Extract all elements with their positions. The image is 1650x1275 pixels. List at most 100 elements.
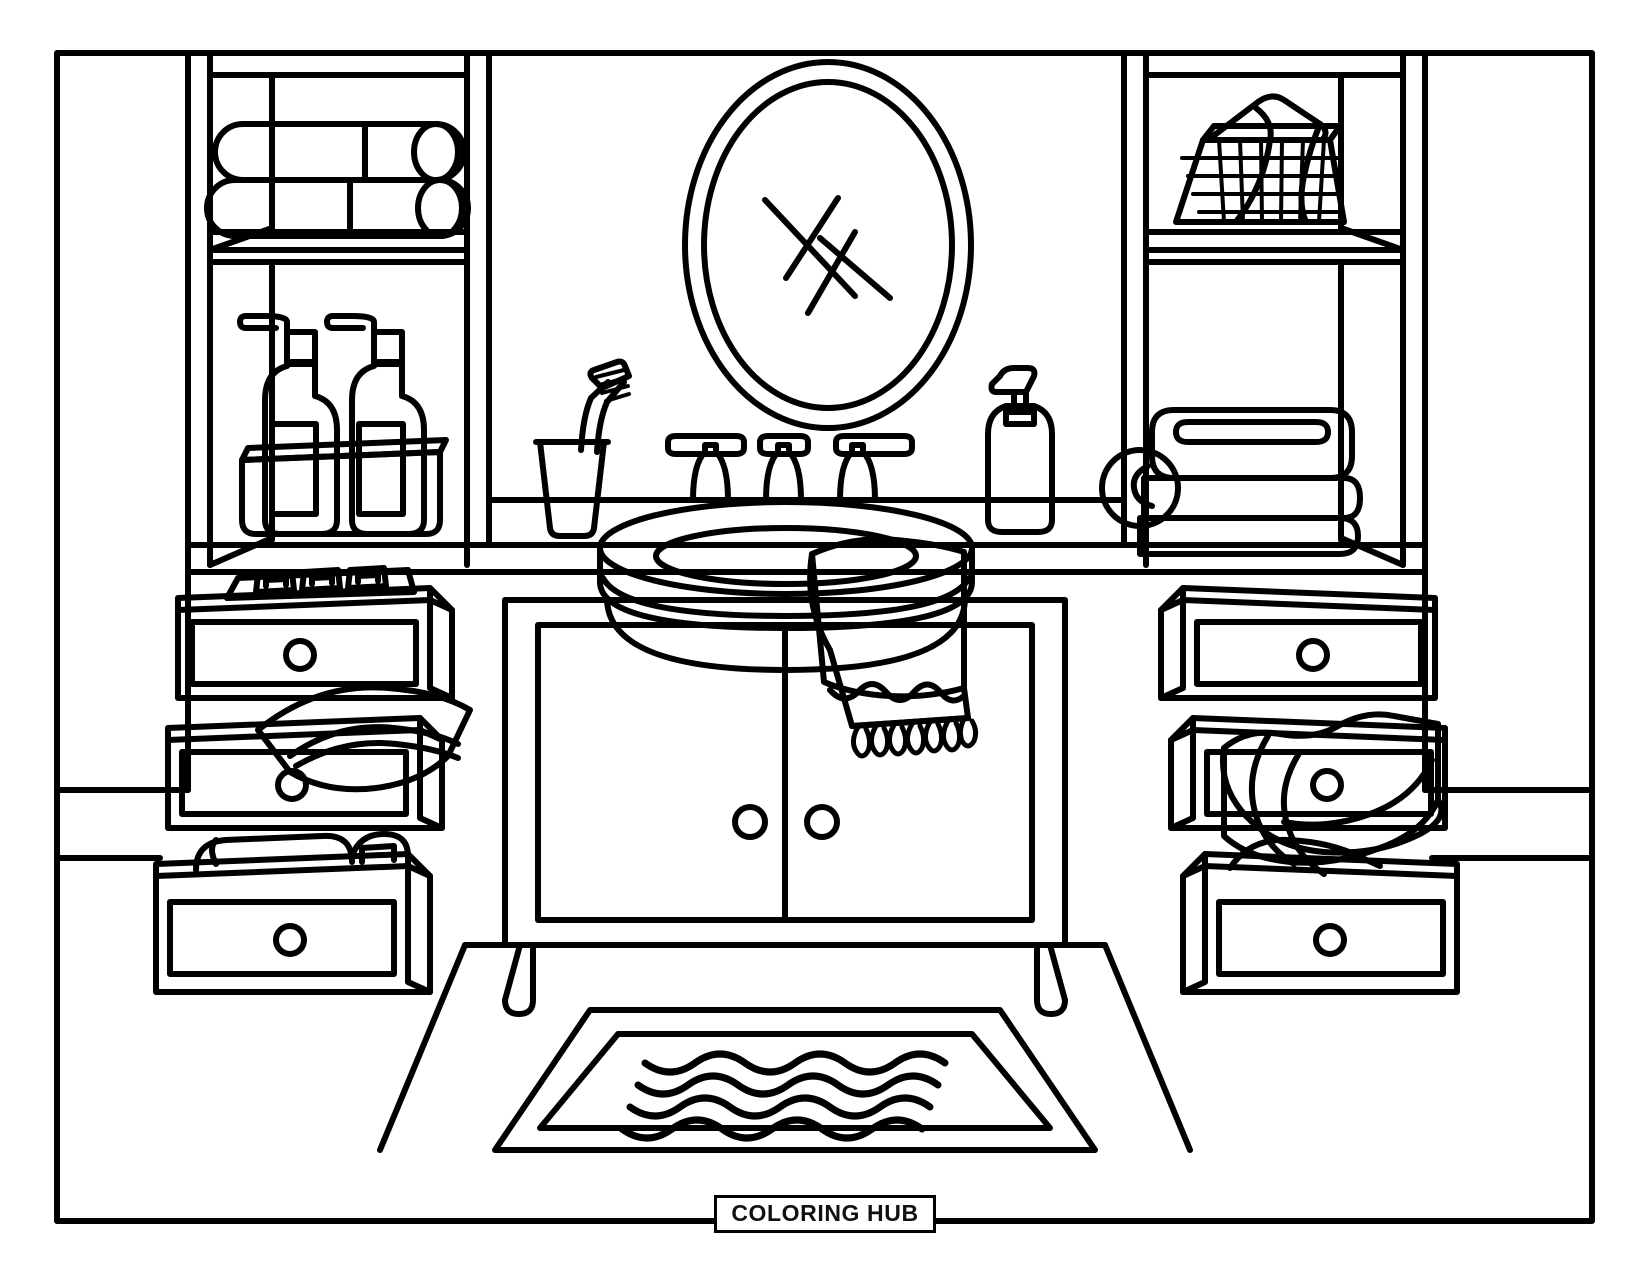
striped-towel-lower-edge <box>1220 745 1445 856</box>
pump-bottle-left-label <box>269 421 319 517</box>
bath-mat-wave-2 <box>634 1072 942 1098</box>
left-drawer-3-face-panel <box>167 899 397 977</box>
left-shelf-unit <box>185 50 492 793</box>
left-drawer-1-knob[interactable] <box>283 638 317 672</box>
towel-left-fold <box>807 551 971 729</box>
faucet-handle-right <box>823 433 915 503</box>
faucet-left-stem <box>690 442 731 503</box>
basket-towel-roll-edge <box>1233 105 1274 225</box>
cabinet-knob-left[interactable] <box>732 804 768 840</box>
striped-towel-inner-fold <box>1281 757 1435 828</box>
soap-bottle-body <box>985 403 1055 535</box>
right-drawer-2-face-panel <box>1204 749 1434 817</box>
cabinet-leg-left <box>502 942 536 1017</box>
towel-body <box>809 536 967 700</box>
right-drawers <box>1158 585 1460 995</box>
rolled-towel-right-shelf <box>1099 447 1181 529</box>
rolled-towel-lower-end <box>415 177 465 239</box>
rolled-towel-drawer3-fold <box>359 843 397 865</box>
rolled-towel-drawer3-b <box>349 831 411 867</box>
right-drawer-1-face-panel <box>1194 619 1424 687</box>
washcloth-3-fold <box>355 572 381 585</box>
basket-rim <box>1200 123 1343 143</box>
mirror-shine-4 <box>805 229 858 316</box>
right-drawer-2-knob[interactable] <box>1310 768 1344 802</box>
right-drawer-2-side <box>1168 715 1196 831</box>
left-drawer-3[interactable] <box>153 831 433 995</box>
toothbrush-cup <box>533 358 632 539</box>
bottle-caddy-rim <box>239 437 449 463</box>
vanity-cabinet <box>462 597 1108 1017</box>
left-drawer-3-side <box>405 851 433 995</box>
right-drawer-1-knob[interactable] <box>1296 638 1330 672</box>
left-drawer-1-top-lip <box>175 597 455 613</box>
pump-bottle-right-neck <box>371 329 405 367</box>
washcloth-3 <box>345 565 389 591</box>
rolled-towel-right-spiral <box>1130 463 1155 509</box>
rolled-towels-left-shelf <box>204 121 471 239</box>
cabinet-leg-right <box>1034 942 1068 1017</box>
folded-towels-stack <box>1099 407 1363 557</box>
left-drawer-1-box <box>175 585 455 701</box>
left-drawer-2[interactable] <box>165 684 473 831</box>
sink-rim-inner <box>653 525 919 587</box>
right-shelf-unit <box>1099 50 1428 793</box>
right-drawer-3-knob[interactable] <box>1313 923 1347 957</box>
left-drawer-1[interactable] <box>175 565 455 701</box>
left-drawer-3-contents <box>193 831 411 873</box>
right-drawer-1[interactable] <box>1158 585 1438 701</box>
faucet-right-stem <box>837 442 878 503</box>
pump-bottle-left-nozzle <box>237 313 290 335</box>
right-drawer-3-side <box>1180 851 1208 995</box>
left-drawer-1-face-panel <box>189 619 419 687</box>
bath-mat-wave-3 <box>626 1094 934 1120</box>
right-drawer-2-box <box>1168 715 1448 831</box>
left-drawer-3-box <box>153 851 433 995</box>
basket-towel-top <box>1205 93 1329 143</box>
washcloth-group <box>224 567 417 601</box>
basket-towel-roll-edge-2 <box>1298 121 1323 225</box>
rolled-towel-lower <box>204 177 471 239</box>
bath-mat-outer <box>492 1007 1098 1153</box>
pump-bottle-left-neck <box>284 329 318 367</box>
right-drawer-2[interactable] <box>1168 715 1448 831</box>
hanging-towel <box>807 536 979 759</box>
faucet-center-cap <box>757 433 811 457</box>
floor-line-right <box>1102 942 1193 1153</box>
draped-towel-fold-1 <box>287 724 461 759</box>
wire-basket <box>1173 93 1347 225</box>
mirror-shine-3 <box>817 235 893 301</box>
right-drawer-1-box <box>1158 585 1438 701</box>
soap-bottle-collar <box>1003 403 1037 427</box>
left-drawer-2-face-panel <box>179 749 409 817</box>
cabinet-knob-right[interactable] <box>804 804 840 840</box>
basket-mesh-horizontal <box>1180 156 1345 214</box>
bath-mat <box>492 1007 1098 1153</box>
folded-towel-top-inner-band <box>1173 419 1331 445</box>
left-drawer-1-contents <box>224 565 417 601</box>
bath-mat-waves <box>618 1050 949 1142</box>
draped-towel-top <box>255 684 473 793</box>
pump-bottles <box>237 313 449 537</box>
faucet-spout <box>749 433 819 503</box>
washcloth-1 <box>253 569 297 595</box>
cup-body <box>537 439 607 539</box>
left-drawers <box>153 565 473 995</box>
washcloth-2-fold <box>309 574 335 587</box>
rolled-towel-drawer3-a <box>193 832 355 873</box>
left-drawer-2-contents <box>255 684 473 793</box>
toothbrush-head <box>587 358 632 391</box>
washcloth-2 <box>299 567 343 593</box>
left-drawer-3-knob[interactable] <box>273 923 307 957</box>
pump-bottle-right-nozzle <box>324 313 377 335</box>
right-drawer-1-top-lip <box>1158 597 1438 613</box>
soap-pump-nozzle <box>988 365 1038 395</box>
rolled-towel-upper <box>212 121 467 183</box>
soap-dispenser <box>985 365 1055 535</box>
faucet-center-stem <box>763 442 804 503</box>
rolled-towel-upper-end <box>411 121 461 183</box>
faucet-right-cross-handle <box>833 433 915 457</box>
floor-line-left <box>377 942 468 1153</box>
